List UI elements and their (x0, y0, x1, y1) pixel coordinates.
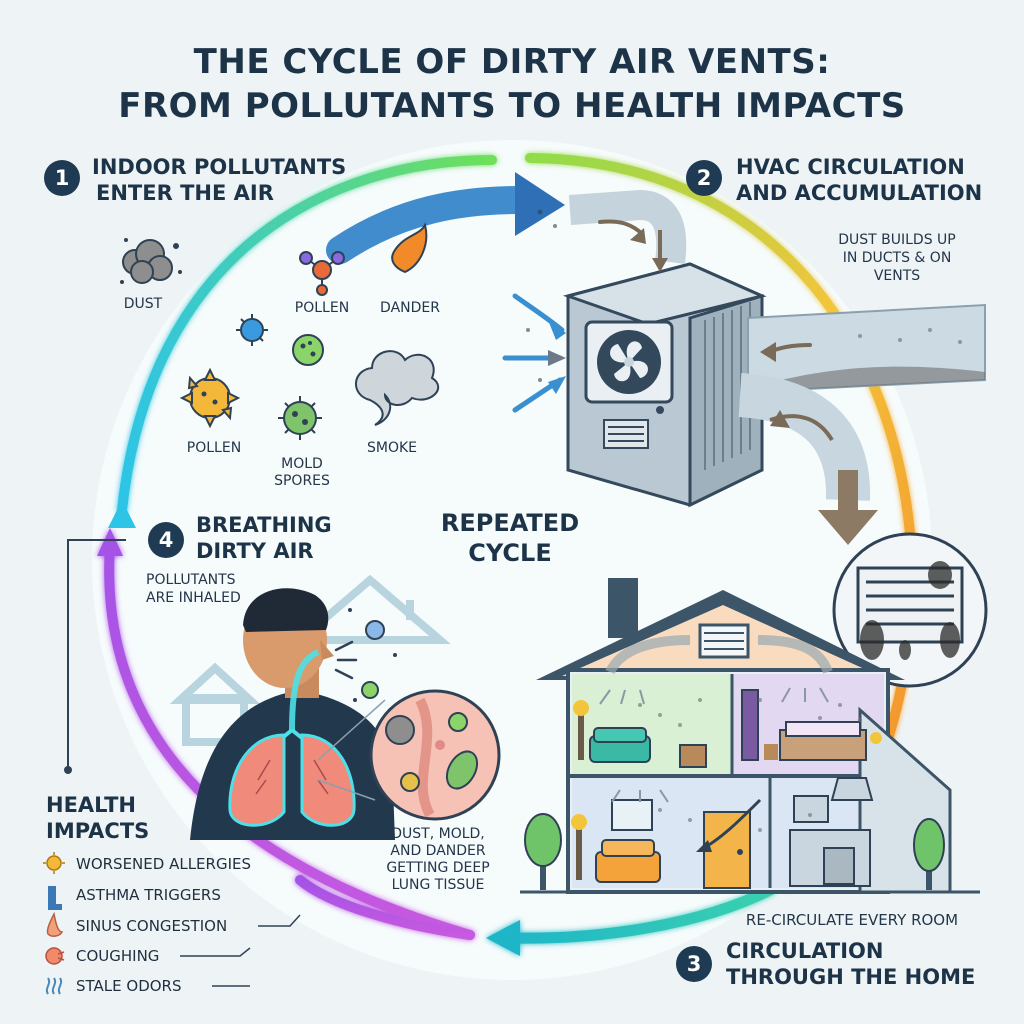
mold-spore-icon (278, 396, 322, 440)
lung-note-line-3: GETTING DEEP (386, 860, 490, 876)
step-1-line-2: ENTER THE AIR (96, 181, 274, 205)
health-item-sinus: SINUS CONGESTION (76, 917, 228, 935)
lung-note-line-4: LUNG TISSUE (391, 877, 485, 893)
title-line-2: FROM POLLUTANTS TO HEALTH IMPACTS (118, 86, 906, 126)
label-dander: DANDER (380, 300, 440, 316)
duct-note-line-2: IN DUCTS & ON (842, 250, 952, 266)
step-2-line-1: HVAC CIRCULATION (736, 155, 965, 179)
health-item-coughing: COUGHING (76, 947, 160, 965)
lung-note-line-2: AND DANDER (390, 843, 486, 859)
inhaler-icon (48, 886, 62, 910)
step-1-line-1: INDOOR POLLUTANTS (92, 155, 347, 179)
label-dust: DUST (123, 296, 163, 312)
hvac-unit (562, 262, 767, 508)
molecule-icon (299, 251, 345, 296)
step-3-line-1: CIRCULATION (726, 939, 884, 963)
arc-left-purple (97, 528, 475, 940)
label-pollen-bottom: POLLEN (186, 440, 242, 456)
step-2-badge: 2 (686, 160, 722, 196)
label-smoke: SMOKE (366, 440, 417, 456)
dirty-vent-closeup (832, 532, 988, 688)
arc-bottom (486, 884, 776, 956)
house-cutaway (520, 578, 980, 894)
center-label-line-2: CYCLE (468, 539, 552, 567)
health-item-allergies: WORSENED ALLERGIES (76, 855, 251, 873)
step-4-line-1: BREATHING (196, 513, 332, 537)
dust-cloud-icon (120, 238, 182, 284)
pollen-yellow-icon (179, 367, 241, 429)
health-heading-line-1: HEALTH (46, 793, 136, 817)
title-line-1: THE CYCLE OF DIRTY AIR VENTS: (193, 42, 831, 82)
inhale-note-line-2: ARE INHALED (146, 590, 241, 606)
health-item-odors: STALE ODORS (76, 977, 182, 995)
pollen-small-icon (236, 314, 268, 346)
dander-flake-icon (391, 222, 428, 274)
duct-note-line-3: VENTS (873, 268, 921, 284)
lung-tissue-closeup (317, 689, 501, 821)
label-pollen-top: POLLEN (294, 300, 350, 316)
allergy-icon (43, 852, 65, 874)
health-heading-line-2: IMPACTS (46, 819, 150, 843)
cough-icon (45, 947, 65, 965)
nose-icon (46, 911, 64, 937)
inhaled-germs (348, 608, 397, 702)
odor-icon (45, 977, 63, 995)
center-label-line-1: REPEATED (440, 509, 580, 537)
step-1-badge: 1 (44, 160, 80, 196)
smoke-cloud-icon (355, 350, 440, 426)
duct-note-line-1: DUST BUILDS UP (838, 232, 956, 248)
step-3-line-2: THROUGH THE HOME (726, 965, 976, 989)
lung-note-line-1: DUST, MOLD, (391, 826, 485, 842)
recirculate-note: RE-CIRCULATE EVERY ROOM (745, 911, 959, 929)
health-item-asthma: ASTHMA TRIGGERS (76, 886, 221, 904)
label-mold-line-1: MOLD (281, 456, 323, 472)
mold-green-icon (292, 334, 324, 366)
arc-top-left (117, 155, 497, 515)
label-mold-line-2: SPORES (274, 473, 330, 489)
step-4-line-2: DIRTY AIR (196, 539, 314, 563)
person-breathing (190, 588, 395, 840)
inhale-note-line-1: POLLUTANTS (146, 572, 236, 588)
step-3-badge: 3 (676, 946, 712, 982)
step-2-line-2: AND ACCUMULATION (736, 181, 983, 205)
step-4-badge: 4 (148, 522, 184, 558)
